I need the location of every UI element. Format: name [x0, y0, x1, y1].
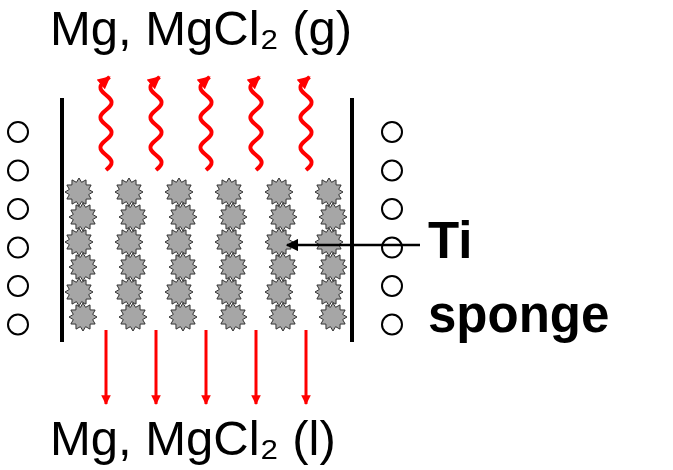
sponge-particle	[319, 253, 347, 281]
sponge-particle	[319, 203, 347, 231]
sponge-particle	[115, 278, 143, 306]
sponge-particle	[219, 253, 247, 281]
vapor-arrow	[150, 77, 161, 170]
liquid-arrow	[155, 330, 158, 404]
liquid-arrow	[105, 330, 108, 404]
sponge-particle	[165, 228, 193, 256]
sponge-particle	[265, 278, 293, 306]
coil-turn	[382, 122, 402, 142]
sponge-particle	[315, 278, 343, 306]
part-label: Ti sponge	[428, 204, 656, 352]
sponge-particle	[119, 203, 147, 231]
sponge-particle	[269, 253, 297, 281]
sponge-particle	[169, 303, 197, 331]
sponge-particle	[265, 178, 293, 206]
sponge-particle	[215, 228, 243, 256]
sponge-particle	[119, 253, 147, 281]
coil-turn	[382, 199, 402, 219]
sponge-particle	[65, 278, 93, 306]
vapor-arrow	[100, 77, 111, 170]
coil-turn	[382, 238, 402, 258]
leader-arrow	[287, 244, 420, 247]
ti-sponge	[65, 178, 347, 331]
sponge-particle	[215, 178, 243, 206]
vapor-arrow	[300, 77, 311, 170]
sponge-particle	[319, 303, 347, 331]
sponge-particle	[269, 303, 297, 331]
sponge-particle	[219, 303, 247, 331]
sponge-particle	[315, 178, 343, 206]
coil-turn	[8, 276, 28, 296]
sponge-particle	[315, 228, 343, 256]
liquid-arrow	[205, 330, 208, 404]
sponge-particle	[169, 253, 197, 281]
vessel-wall	[60, 98, 64, 342]
liquid-arrows	[106, 330, 306, 404]
coil-turn	[8, 122, 28, 142]
sponge-particle	[115, 178, 143, 206]
vapor-arrows	[100, 77, 311, 170]
coil-turn	[8, 199, 28, 219]
vessel-wall	[350, 98, 354, 342]
sponge-particle	[215, 278, 243, 306]
coil-turn	[8, 161, 28, 181]
sponge-particle	[269, 203, 297, 231]
coil-turn	[8, 238, 28, 258]
liquid-arrow	[255, 330, 258, 404]
sponge-particle	[69, 253, 97, 281]
liquid-label: Mg, MgCl₂ (l)	[50, 410, 470, 466]
sponge-particle	[115, 228, 143, 256]
coil-turn	[8, 315, 28, 335]
sponge-particle	[65, 178, 93, 206]
sponge-particle	[265, 228, 293, 256]
sponge-particle	[169, 203, 197, 231]
coil-turn	[382, 161, 402, 181]
vapor-arrow	[250, 77, 261, 170]
sponge-particle	[69, 203, 97, 231]
sponge-particle	[165, 278, 193, 306]
sponge-particle	[119, 303, 147, 331]
sponge-particle	[165, 178, 193, 206]
coil-turn	[382, 315, 402, 335]
vapor-label: Mg, MgCl₂ (g)	[50, 0, 470, 56]
coil-turn	[382, 276, 402, 296]
sponge-particle	[69, 303, 97, 331]
vapor-arrow	[200, 77, 211, 170]
sponge-particle	[219, 203, 247, 231]
sponge-particle	[65, 228, 93, 256]
liquid-arrow	[305, 330, 308, 404]
